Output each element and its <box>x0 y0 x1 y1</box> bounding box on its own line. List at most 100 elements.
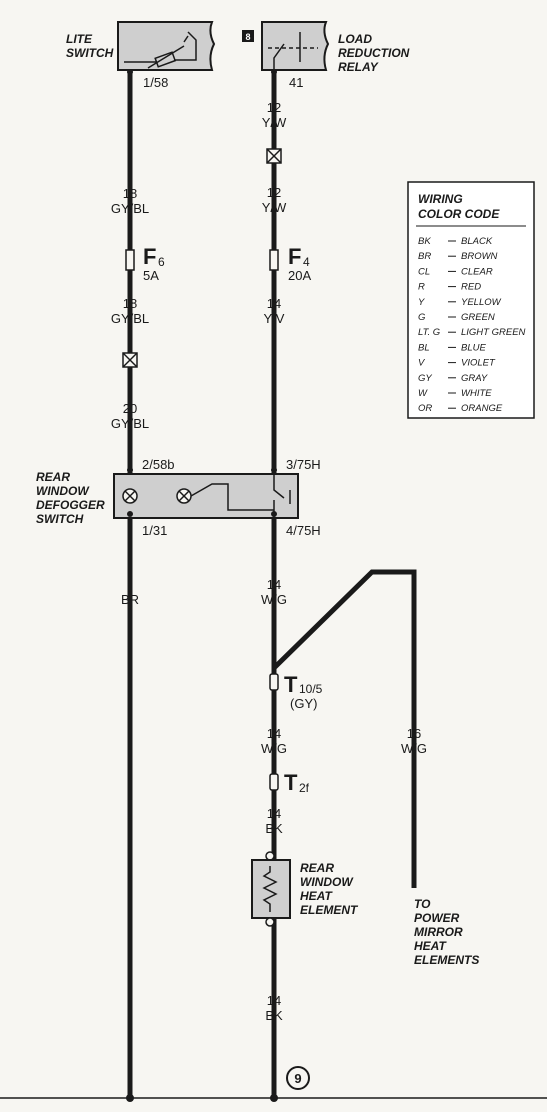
heat-element-label-3: HEAT <box>300 889 333 903</box>
wire-left-2-gauge: 18 <box>123 296 137 311</box>
ground-badge-number: 9 <box>294 1071 301 1086</box>
legend-code: V <box>418 358 426 369</box>
heat-element-label-4: ELEMENT <box>300 903 359 917</box>
connector-t10-note: (GY) <box>290 696 317 711</box>
legend-color-name: RED <box>461 282 481 293</box>
legend-code: BL <box>418 342 430 353</box>
connector-x-right <box>266 148 282 164</box>
color-code-legend <box>407 181 535 419</box>
lite-switch <box>117 21 216 75</box>
wire-branch-color: W/G <box>401 741 427 756</box>
legend-color-name: YELLOW <box>461 297 502 308</box>
wire-left-3-gauge: 20 <box>123 401 137 416</box>
relay-badge-number: 8 <box>245 32 250 42</box>
wire-right-2-gauge: 12 <box>267 185 281 200</box>
wire-left-4-color: BR <box>121 592 139 607</box>
fuse-f6-rating: 5A <box>143 268 159 283</box>
terminal-3-75h: 3/75H <box>286 457 321 472</box>
legend-code: LT. G <box>418 327 440 338</box>
legend-color-name: GRAY <box>461 373 488 384</box>
legend-color-name: BLUE <box>461 342 486 353</box>
wire-right-4-color: W/G <box>261 592 287 607</box>
defogger-switch <box>113 467 299 519</box>
wire-left-2-color: GY/BL <box>111 311 149 326</box>
heat-element-label-1: REAR <box>300 861 334 875</box>
terminal-41: 41 <box>289 75 303 90</box>
relay-label-3: RELAY <box>338 60 379 74</box>
fuse-f4-number: 4 <box>303 255 310 269</box>
legend-code: BR <box>418 251 431 262</box>
rear-window-heat-element <box>251 851 291 927</box>
legend-code: G <box>418 312 425 323</box>
legend-title-2: COLOR CODE <box>418 207 500 221</box>
defogger-label-3: DEFOGGER <box>36 498 105 512</box>
legend-color-name: LIGHT GREEN <box>461 327 526 338</box>
connector-t10 <box>269 673 279 691</box>
mirror-label-4: HEAT <box>414 939 447 953</box>
wire-right-7-color: BK <box>265 1008 283 1023</box>
mirror-label-2: POWER <box>414 911 460 925</box>
legend-color-name: WHITE <box>461 388 492 399</box>
legend-code: GY <box>418 373 432 384</box>
terminal-1-31: 1/31 <box>142 523 167 538</box>
wire-right-4-gauge: 14 <box>267 577 281 592</box>
connector-t10-letter: T <box>284 672 298 697</box>
mirror-label-5: ELEMENTS <box>414 953 479 967</box>
wire-right-2-color: Y/W <box>262 200 287 215</box>
ground-node-left <box>126 1094 134 1102</box>
heat-element-label-2: WINDOW <box>300 875 354 889</box>
wire-branch-mirror <box>272 569 417 888</box>
wire-right-7-gauge: 14 <box>267 993 281 1008</box>
legend-color-name: BROWN <box>461 251 498 262</box>
ground-badge <box>286 1066 310 1090</box>
relay-label-2: REDUCTION <box>338 46 410 60</box>
relay-label-1: LOAD <box>338 32 372 46</box>
connector-t2 <box>269 773 279 791</box>
wire-left-3-color: GY/BL <box>111 416 149 431</box>
defogger-label-1: REAR <box>36 470 70 484</box>
wire-branch-gauge: 16 <box>407 726 421 741</box>
legend-title-1: WIRING <box>418 192 463 206</box>
mirror-label-1: TO <box>414 897 431 911</box>
load-reduction-relay <box>261 21 330 75</box>
wire-left-1-color: GY/BL <box>111 201 149 216</box>
legend-color-name: BLACK <box>461 236 493 247</box>
mirror-label-3: MIRROR <box>414 925 463 939</box>
connector-t2-letter: T <box>284 770 298 795</box>
fuse-f4 <box>269 249 279 271</box>
fuse-f6-letter: F <box>143 244 156 269</box>
legend-code: OR <box>418 403 432 414</box>
legend-color-name: CLEAR <box>461 266 493 277</box>
fuse-f6-number: 6 <box>158 255 165 269</box>
wire-right-1-color: Y/W <box>262 115 287 130</box>
lite-switch-label-2: SWITCH <box>66 46 114 60</box>
fuse-f4-rating: 20A <box>288 268 311 283</box>
legend-color-name: GREEN <box>461 312 495 323</box>
defogger-label-4: SWITCH <box>36 512 84 526</box>
terminal-4-75h: 4/75H <box>286 523 321 538</box>
connector-t2-number: 2f <box>299 781 310 795</box>
wire-right-6-gauge: 14 <box>267 806 281 821</box>
ground-node-right <box>270 1094 278 1102</box>
legend-code: W <box>418 388 428 399</box>
defogger-label-2: WINDOW <box>36 484 90 498</box>
legend-code: Y <box>418 297 425 308</box>
terminal-2-58b: 2/58b <box>142 457 175 472</box>
wire-right-3-gauge: 14 <box>267 296 281 311</box>
legend-color-name: ORANGE <box>461 403 503 414</box>
fuse-f6 <box>125 249 135 271</box>
wire-left-1-gauge: 18 <box>123 186 137 201</box>
wire-right-6-color: BK <box>265 821 283 836</box>
wire-right-5-gauge: 14 <box>267 726 281 741</box>
legend-code: BK <box>418 236 431 247</box>
relay-badge <box>242 30 254 42</box>
wire-right-3-color: Y/V <box>264 311 285 326</box>
lite-switch-label-1: LITE <box>66 32 93 46</box>
terminal-1-58: 1/58 <box>143 75 168 90</box>
wire-right-1-gauge: 12 <box>267 100 281 115</box>
wire-right-5-color: W/G <box>261 741 287 756</box>
legend-code: CL <box>418 266 430 277</box>
fuse-f4-letter: F <box>288 244 301 269</box>
